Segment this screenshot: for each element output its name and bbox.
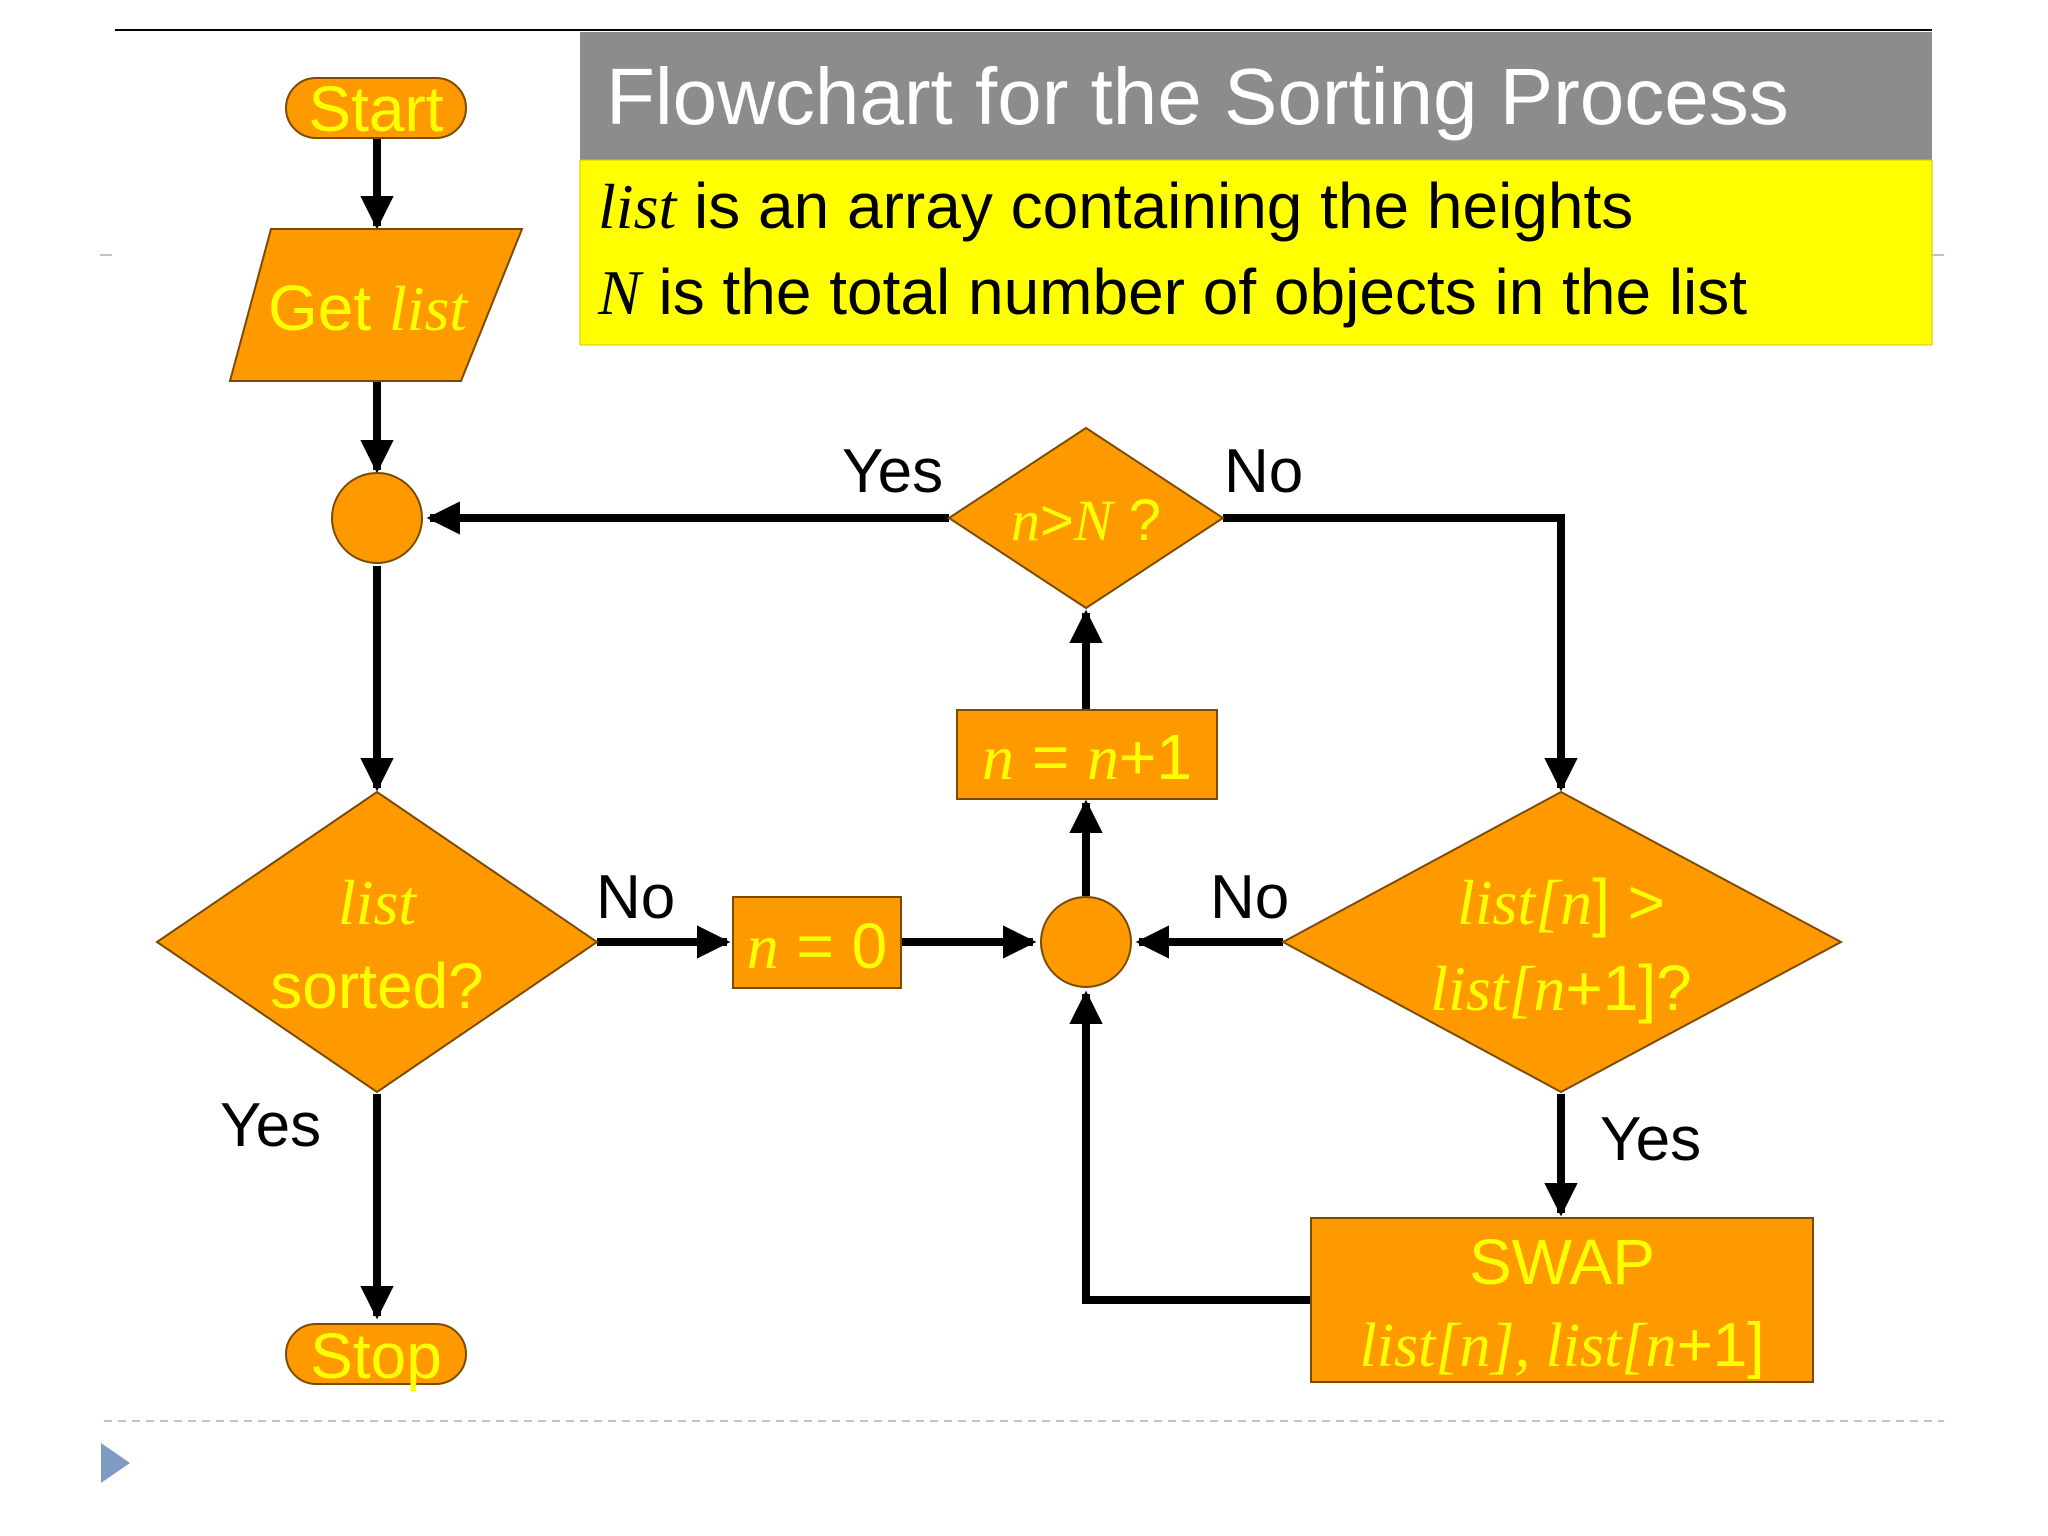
n-zero-label: n = 0 xyxy=(747,910,888,982)
edge-swap-to-junction xyxy=(1069,990,1311,1304)
compare-line1: list[n] > xyxy=(1457,866,1665,938)
stop-node: Stop xyxy=(285,1320,467,1392)
junction-center xyxy=(1040,896,1132,988)
stop-label: Stop xyxy=(310,1320,442,1392)
info-box xyxy=(579,159,1933,346)
n-increment-label: n = n+1 xyxy=(982,721,1192,793)
swap-line2: list[n], list[n+1] xyxy=(1360,1311,1765,1380)
list-sorted-decision: list sorted? xyxy=(155,790,599,1094)
title-bar xyxy=(580,32,1932,160)
junction-top xyxy=(331,472,423,564)
swap-line1: SWAP xyxy=(1469,1226,1655,1298)
page-title: Flowchart for the Sorting Process xyxy=(606,52,1789,141)
info-line-1: list is an array containing the heights xyxy=(598,170,1633,242)
label-n-gt-N-no: No xyxy=(1224,437,1303,506)
get-list-label: Get list xyxy=(268,272,469,344)
edge-labels: Yes No No Yes No Yes xyxy=(220,437,1701,1174)
n-gt-N-decision: n>N ? xyxy=(947,426,1225,610)
label-compare-no: No xyxy=(1210,863,1289,932)
info-line-2-var: N xyxy=(597,257,644,328)
start-label: Start xyxy=(308,73,443,145)
label-compare-yes: Yes xyxy=(1600,1105,1701,1174)
info-line-1-var: list xyxy=(598,171,678,242)
info-line-2-text: is the total number of objects in the li… xyxy=(641,256,1748,328)
edge-check-no-to-compare xyxy=(1223,514,1578,792)
label-sorted-no: No xyxy=(596,863,675,932)
compare-decision: list[n] > list[n+1]? xyxy=(1280,790,1844,1094)
swap-node: SWAP list[n], list[n+1] xyxy=(1310,1217,1814,1383)
get-list-node: Get list xyxy=(228,228,524,382)
compare-line2: list[n+1]? xyxy=(1430,952,1692,1024)
info-line-1-text: is an array containing the heights xyxy=(676,170,1633,242)
n-zero-node: n = 0 xyxy=(732,896,902,989)
n-gt-N-label: n>N ? xyxy=(1011,488,1161,553)
list-sorted-line2: sorted? xyxy=(270,950,483,1022)
n-increment-node: n = n+1 xyxy=(956,709,1218,800)
info-line-2: N is the total number of objects in the … xyxy=(597,256,1747,328)
list-sorted-line1: list xyxy=(338,867,418,938)
triangle-bullet-icon xyxy=(101,1443,130,1483)
label-sorted-yes: Yes xyxy=(220,1091,321,1160)
start-node: Start xyxy=(285,73,467,145)
connectors xyxy=(360,138,1578,1320)
label-n-gt-N-yes: Yes xyxy=(842,437,943,506)
